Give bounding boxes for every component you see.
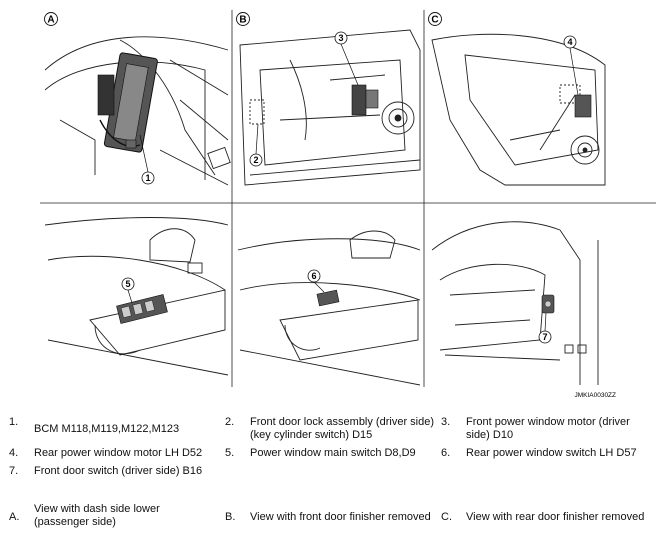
legend-text: Power window main switch D8,D9 bbox=[250, 447, 416, 459]
legend-num: B. bbox=[225, 511, 236, 523]
legend-text: Rear power window switch LH D57 bbox=[466, 447, 637, 459]
panel-d-main-switch bbox=[116, 294, 168, 324]
svg-text:C: C bbox=[431, 15, 438, 26]
callout-label: 1 bbox=[145, 173, 150, 183]
callout-label: 4 bbox=[567, 37, 572, 47]
panel-a-bcm-module bbox=[97, 52, 158, 153]
legend-num: 3. bbox=[441, 416, 451, 428]
legend-num: 5. bbox=[225, 447, 235, 459]
figure-code: JMKIA0030ZZ bbox=[574, 392, 616, 399]
callout-label: 5 bbox=[125, 279, 130, 289]
panel-letter-c: C bbox=[428, 12, 442, 26]
legend-text: View with front door finisher removed bbox=[250, 511, 431, 523]
legend-num: 4. bbox=[9, 447, 19, 459]
callout-2: 2 bbox=[249, 123, 263, 167]
legend-num: 7. bbox=[9, 465, 19, 477]
callout-5: 5 bbox=[121, 277, 135, 304]
legend-num: 2. bbox=[225, 416, 235, 428]
legend-num: 1. bbox=[9, 416, 19, 428]
legend-text: BCM M118,M119,M122,M123 bbox=[34, 423, 180, 435]
panel-d-illustration bbox=[44, 217, 229, 376]
svg-text:B: B bbox=[239, 15, 246, 26]
callout-4: 4 bbox=[563, 35, 579, 96]
legend-num: A. bbox=[9, 511, 20, 523]
legend-text: View with dash side lower (passenger sid… bbox=[34, 503, 160, 528]
legend-text: Front door lock assembly (driver side) (… bbox=[250, 416, 435, 441]
panel-c-window-motor bbox=[574, 94, 592, 118]
callout-3: 3 bbox=[334, 31, 359, 86]
callout-label: 3 bbox=[338, 33, 343, 43]
panel-letter-a: A bbox=[44, 12, 58, 26]
callout-label: 2 bbox=[253, 155, 258, 165]
panel-e-rear-switch bbox=[316, 289, 340, 307]
callout-1: 1 bbox=[139, 134, 155, 185]
callout-label: 7 bbox=[542, 332, 547, 342]
panel-b-illustration bbox=[239, 29, 421, 186]
panel-letter-b: B bbox=[236, 12, 250, 26]
component-location-figure: 1 2 3 4 5 6 7 A B C JMKIA bbox=[40, 10, 656, 399]
panel-f-door-switch bbox=[541, 294, 555, 314]
callout-6: 6 bbox=[307, 269, 325, 293]
legend-num: 6. bbox=[441, 447, 451, 459]
legend-text: Front door switch (driver side) B16 bbox=[34, 465, 203, 477]
legend-text: Front power window motor (driver side) D… bbox=[466, 416, 630, 441]
callout-label: 6 bbox=[311, 271, 316, 281]
legend-text: View with rear door finisher removed bbox=[466, 511, 645, 523]
panel-e-illustration bbox=[237, 230, 421, 386]
callout-7: 7 bbox=[538, 312, 552, 344]
legend-text: Rear power window motor LH D52 bbox=[34, 447, 203, 459]
panel-f-illustration bbox=[431, 221, 599, 385]
legend-num: C. bbox=[441, 511, 452, 523]
svg-text:A: A bbox=[47, 15, 54, 26]
panel-b-lock-and-motor bbox=[351, 84, 379, 116]
